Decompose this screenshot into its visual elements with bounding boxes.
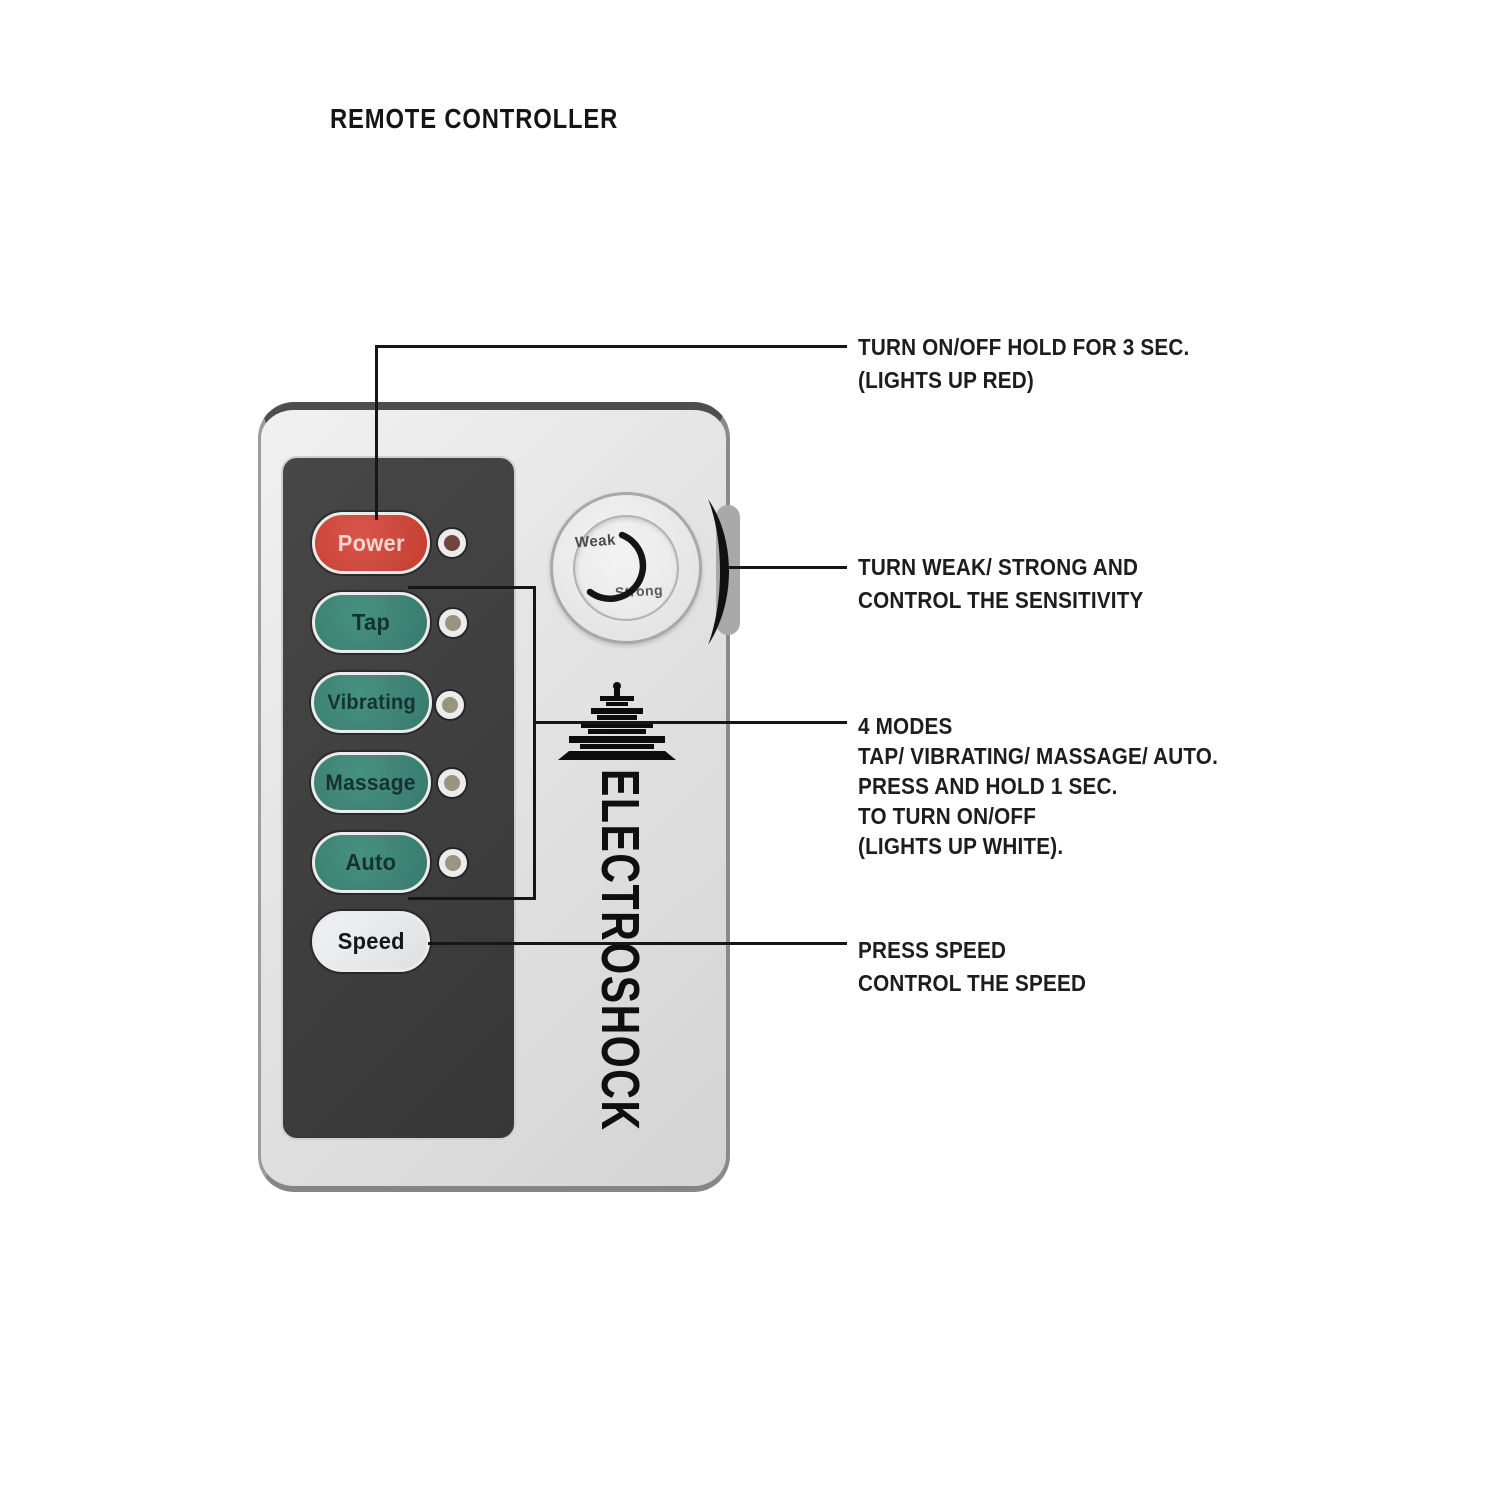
- auto-button-label: Auto: [345, 849, 397, 875]
- annotation-line: (LIGHTS UP RED): [858, 367, 1034, 393]
- tap-led-indicator: [439, 609, 467, 637]
- annotation-line: CONTROL THE SPEED: [858, 970, 1087, 996]
- modes-callout-line: [533, 721, 847, 724]
- side-thumbwheel[interactable]: [696, 497, 744, 649]
- speed-callout-line: [428, 942, 847, 945]
- tap-button[interactable]: Tap: [312, 592, 430, 653]
- annotation-line: 4 MODES: [858, 713, 953, 739]
- sensitivity-callout-line: [729, 566, 847, 569]
- brand-tree-logo-icon: [558, 682, 676, 760]
- modes-bracket-top: [408, 586, 536, 589]
- annotation-line: TURN WEAK/ STRONG AND: [858, 554, 1139, 580]
- massage-led-indicator: [438, 769, 466, 797]
- annotation-line: (LIGHTS UP WHITE).: [858, 833, 1064, 859]
- dial-rotation-arrow-icon: [586, 531, 647, 602]
- massage-button-label: Massage: [325, 769, 417, 795]
- brand-name-vertical: ELECTROSHOCK: [590, 769, 650, 1132]
- vibrating-button-label: Vibrating: [327, 690, 416, 714]
- auto-led-indicator: [439, 849, 467, 877]
- modes-annotation: 4 MODES TAP/ VIBRATING/ MASSAGE/ AUTO. P…: [858, 711, 1218, 861]
- massage-button[interactable]: Massage: [311, 752, 431, 813]
- power-callout-line-horizontal: [375, 345, 847, 348]
- modes-bracket-vertical: [533, 586, 536, 900]
- page-title: REMOTE CONTROLLER: [330, 103, 619, 134]
- power-callout-line-vertical: [375, 347, 378, 520]
- sensitivity-dial[interactable]: Weak Strong: [550, 492, 702, 644]
- brand-name-label: ELECTROSHOCK: [590, 769, 650, 1132]
- speed-annotation: PRESS SPEED CONTROL THE SPEED: [858, 934, 1086, 1000]
- vibrating-button[interactable]: Vibrating: [311, 672, 432, 733]
- speed-button-label: Speed: [337, 928, 405, 954]
- auto-button[interactable]: Auto: [312, 832, 430, 893]
- power-led-indicator: [438, 529, 466, 557]
- annotation-line: TURN ON/OFF HOLD FOR 3 SEC.: [858, 334, 1190, 360]
- annotation-line: TO TURN ON/OFF: [858, 803, 1037, 829]
- sensitivity-dial-face: [573, 515, 679, 621]
- annotation-line: PRESS SPEED: [858, 937, 1007, 963]
- modes-bracket-bottom: [408, 897, 536, 900]
- speed-button[interactable]: Speed: [312, 911, 430, 972]
- sensitivity-annotation: TURN WEAK/ STRONG AND CONTROL THE SENSIT…: [858, 551, 1144, 617]
- tap-button-label: Tap: [351, 609, 391, 635]
- annotation-line: TAP/ VIBRATING/ MASSAGE/ AUTO.: [858, 743, 1218, 769]
- annotation-line: CONTROL THE SENSITIVITY: [858, 587, 1144, 613]
- power-button[interactable]: Power: [312, 512, 430, 574]
- annotation-line: PRESS AND HOLD 1 SEC.: [858, 773, 1118, 799]
- power-button-label: Power: [337, 529, 405, 556]
- vibrating-led-indicator: [436, 691, 464, 719]
- power-annotation: TURN ON/OFF HOLD FOR 3 SEC. (LIGHTS UP R…: [858, 331, 1189, 397]
